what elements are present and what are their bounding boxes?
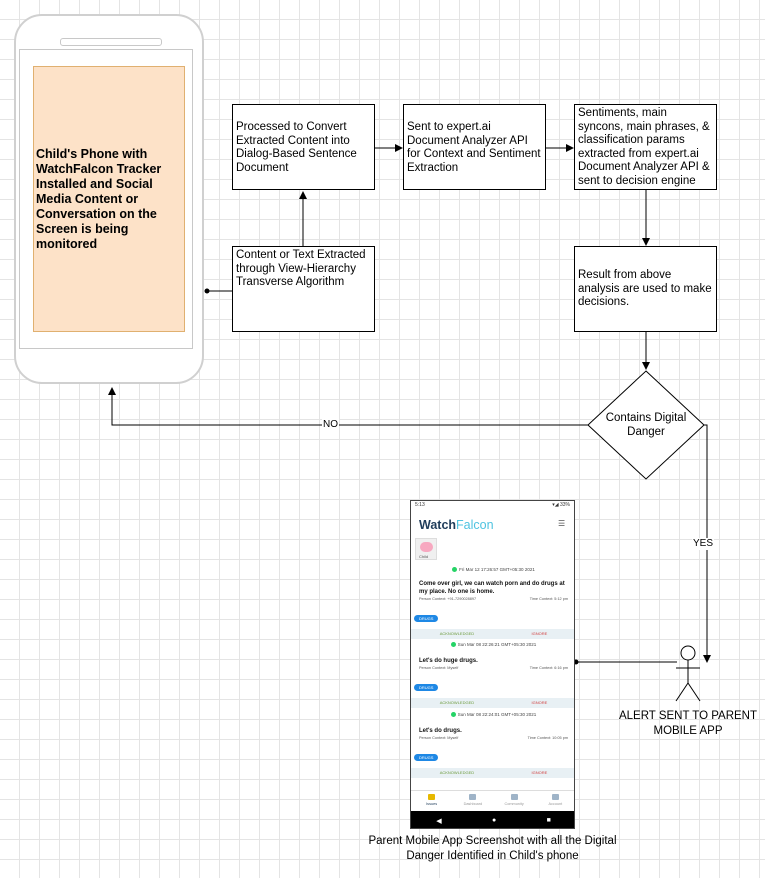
acknowledge-button[interactable]: ACKNOWLEDGED bbox=[439, 700, 475, 705]
tab-issues[interactable]: Issues bbox=[412, 791, 452, 806]
alert-card: Sun Mar 08 22:24:01 GMT+05:30 2021 Let's… bbox=[411, 711, 574, 778]
filter-icon[interactable]: ☰ bbox=[558, 519, 566, 528]
edge-no-to-phone bbox=[108, 387, 588, 426]
card-actions: ACKNOWLEDGED IGNORE bbox=[411, 629, 574, 639]
home-icon[interactable]: ● bbox=[491, 817, 497, 824]
pig-icon bbox=[420, 542, 433, 552]
tab-community[interactable]: Community bbox=[494, 791, 534, 806]
card-message: Let's do drugs. bbox=[419, 728, 462, 734]
whatsapp-icon bbox=[450, 712, 456, 718]
issues-icon bbox=[428, 794, 436, 800]
process-box: Processed to Convert Extracted Content i… bbox=[232, 104, 375, 190]
edge-phone-dot bbox=[204, 288, 210, 294]
card-date: Fri Mar 12 17:26:57 GMT+05:30 2021 bbox=[411, 566, 574, 574]
yes-label: YES bbox=[692, 538, 715, 550]
account-icon bbox=[551, 794, 559, 800]
card-date: Sun Mar 08 22:26:21 GMT+05:30 2021 bbox=[411, 641, 574, 649]
acknowledge-button[interactable]: ACKNOWLEDGED bbox=[439, 770, 475, 775]
alert-card: Fri Mar 12 17:26:57 GMT+05:30 2021 Come … bbox=[411, 566, 574, 639]
extract-box: Content or Text Extracted through View-H… bbox=[232, 246, 375, 332]
phone-screen-content: Child's Phone with WatchFalcon Tracker I… bbox=[33, 66, 185, 332]
card-actions: ACKNOWLEDGED IGNORE bbox=[411, 698, 574, 708]
app-tab-bar: Issues Dashboard Community Account bbox=[411, 790, 574, 813]
no-label: NO bbox=[322, 419, 339, 431]
avatar-name: Child bbox=[419, 554, 429, 559]
brand-watch: Watch bbox=[419, 518, 457, 532]
phone-speaker bbox=[60, 38, 162, 46]
category-tag[interactable]: DRUGS bbox=[414, 684, 439, 691]
card-message: Let's do huge drugs. bbox=[419, 658, 478, 664]
android-nav-bar: ◀ ● ■ bbox=[411, 811, 574, 828]
card-actions: ACKNOWLEDGED IGNORE bbox=[411, 768, 574, 778]
back-icon[interactable]: ◀ bbox=[436, 817, 442, 825]
recents-icon[interactable]: ■ bbox=[546, 817, 551, 824]
list-icon bbox=[469, 794, 477, 800]
app-brand: WatchFalcon bbox=[419, 518, 494, 532]
community-icon bbox=[510, 794, 518, 800]
sentiments-box: Sentiments, main syncons, main phrases, … bbox=[574, 104, 717, 190]
status-time: 5:13 bbox=[415, 502, 425, 508]
edge-yes-to-actor bbox=[703, 424, 711, 663]
tab-account[interactable]: Account bbox=[535, 791, 574, 806]
alert-card: Sun Mar 08 22:26:21 GMT+05:30 2021 Let's… bbox=[411, 641, 574, 708]
send-box: Sent to expert.ai Document Analyzer API … bbox=[403, 104, 546, 190]
actor-figure bbox=[675, 645, 701, 702]
brand-falcon: Falcon bbox=[456, 518, 494, 532]
result-box: Result from above analysis are used to m… bbox=[574, 246, 717, 332]
ignore-button[interactable]: IGNORE bbox=[531, 631, 548, 636]
decision-label: Contains Digital Danger bbox=[605, 412, 687, 438]
parent-app-screenshot: 5:13 ▾◢ 33% WatchFalcon ☰ Child Fri Mar … bbox=[410, 500, 575, 829]
app-status-bar: 5:13 ▾◢ 33% bbox=[411, 501, 574, 513]
actor-label: ALERT SENT TO PARENT MOBILE APP bbox=[618, 710, 758, 737]
status-icons: ▾◢ 33% bbox=[552, 502, 570, 508]
category-tag[interactable]: DRUGS bbox=[414, 754, 439, 761]
app-caption: Parent Mobile App Screenshot with all th… bbox=[368, 835, 617, 862]
category-tag[interactable]: DRUGS bbox=[414, 615, 439, 622]
card-date: Sun Mar 08 22:24:01 GMT+05:30 2021 bbox=[411, 711, 574, 719]
decision-diamond bbox=[587, 370, 705, 480]
ignore-button[interactable]: IGNORE bbox=[531, 770, 548, 775]
card-message: Come over girl, we can watch porn and do… bbox=[419, 581, 565, 595]
whatsapp-icon bbox=[450, 642, 456, 648]
ignore-button[interactable]: IGNORE bbox=[531, 700, 548, 705]
whatsapp-icon bbox=[452, 567, 458, 573]
acknowledge-button[interactable]: ACKNOWLEDGED bbox=[439, 631, 475, 636]
child-avatar[interactable]: Child bbox=[415, 538, 437, 560]
tab-dashboard[interactable]: Dashboard bbox=[453, 791, 493, 806]
